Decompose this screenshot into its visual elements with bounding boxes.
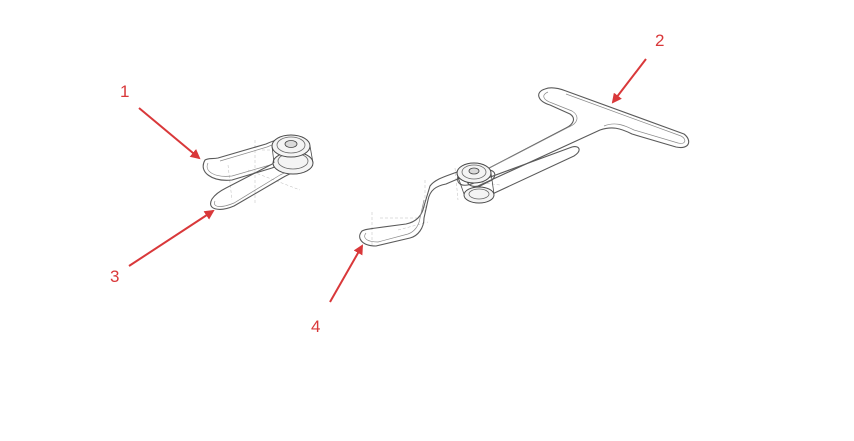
- pulley-right: [456, 162, 495, 204]
- callout-label-3: 3: [110, 267, 119, 286]
- callout-arrow-3: [128, 209, 215, 267]
- callout-label-2: 2: [655, 31, 664, 50]
- belt-assembly-right: [359, 87, 690, 247]
- callout-arrow-1: [138, 107, 201, 160]
- callout-label-4: 4: [311, 317, 320, 336]
- belt-assembly-left: [202, 134, 314, 210]
- belt-4: [359, 146, 580, 247]
- pulley-left: [271, 134, 314, 175]
- callout-arrow-4: [329, 244, 363, 303]
- belt-2: [467, 87, 690, 187]
- callout-arrow-2: [611, 58, 647, 104]
- callout-label-1: 1: [120, 82, 129, 101]
